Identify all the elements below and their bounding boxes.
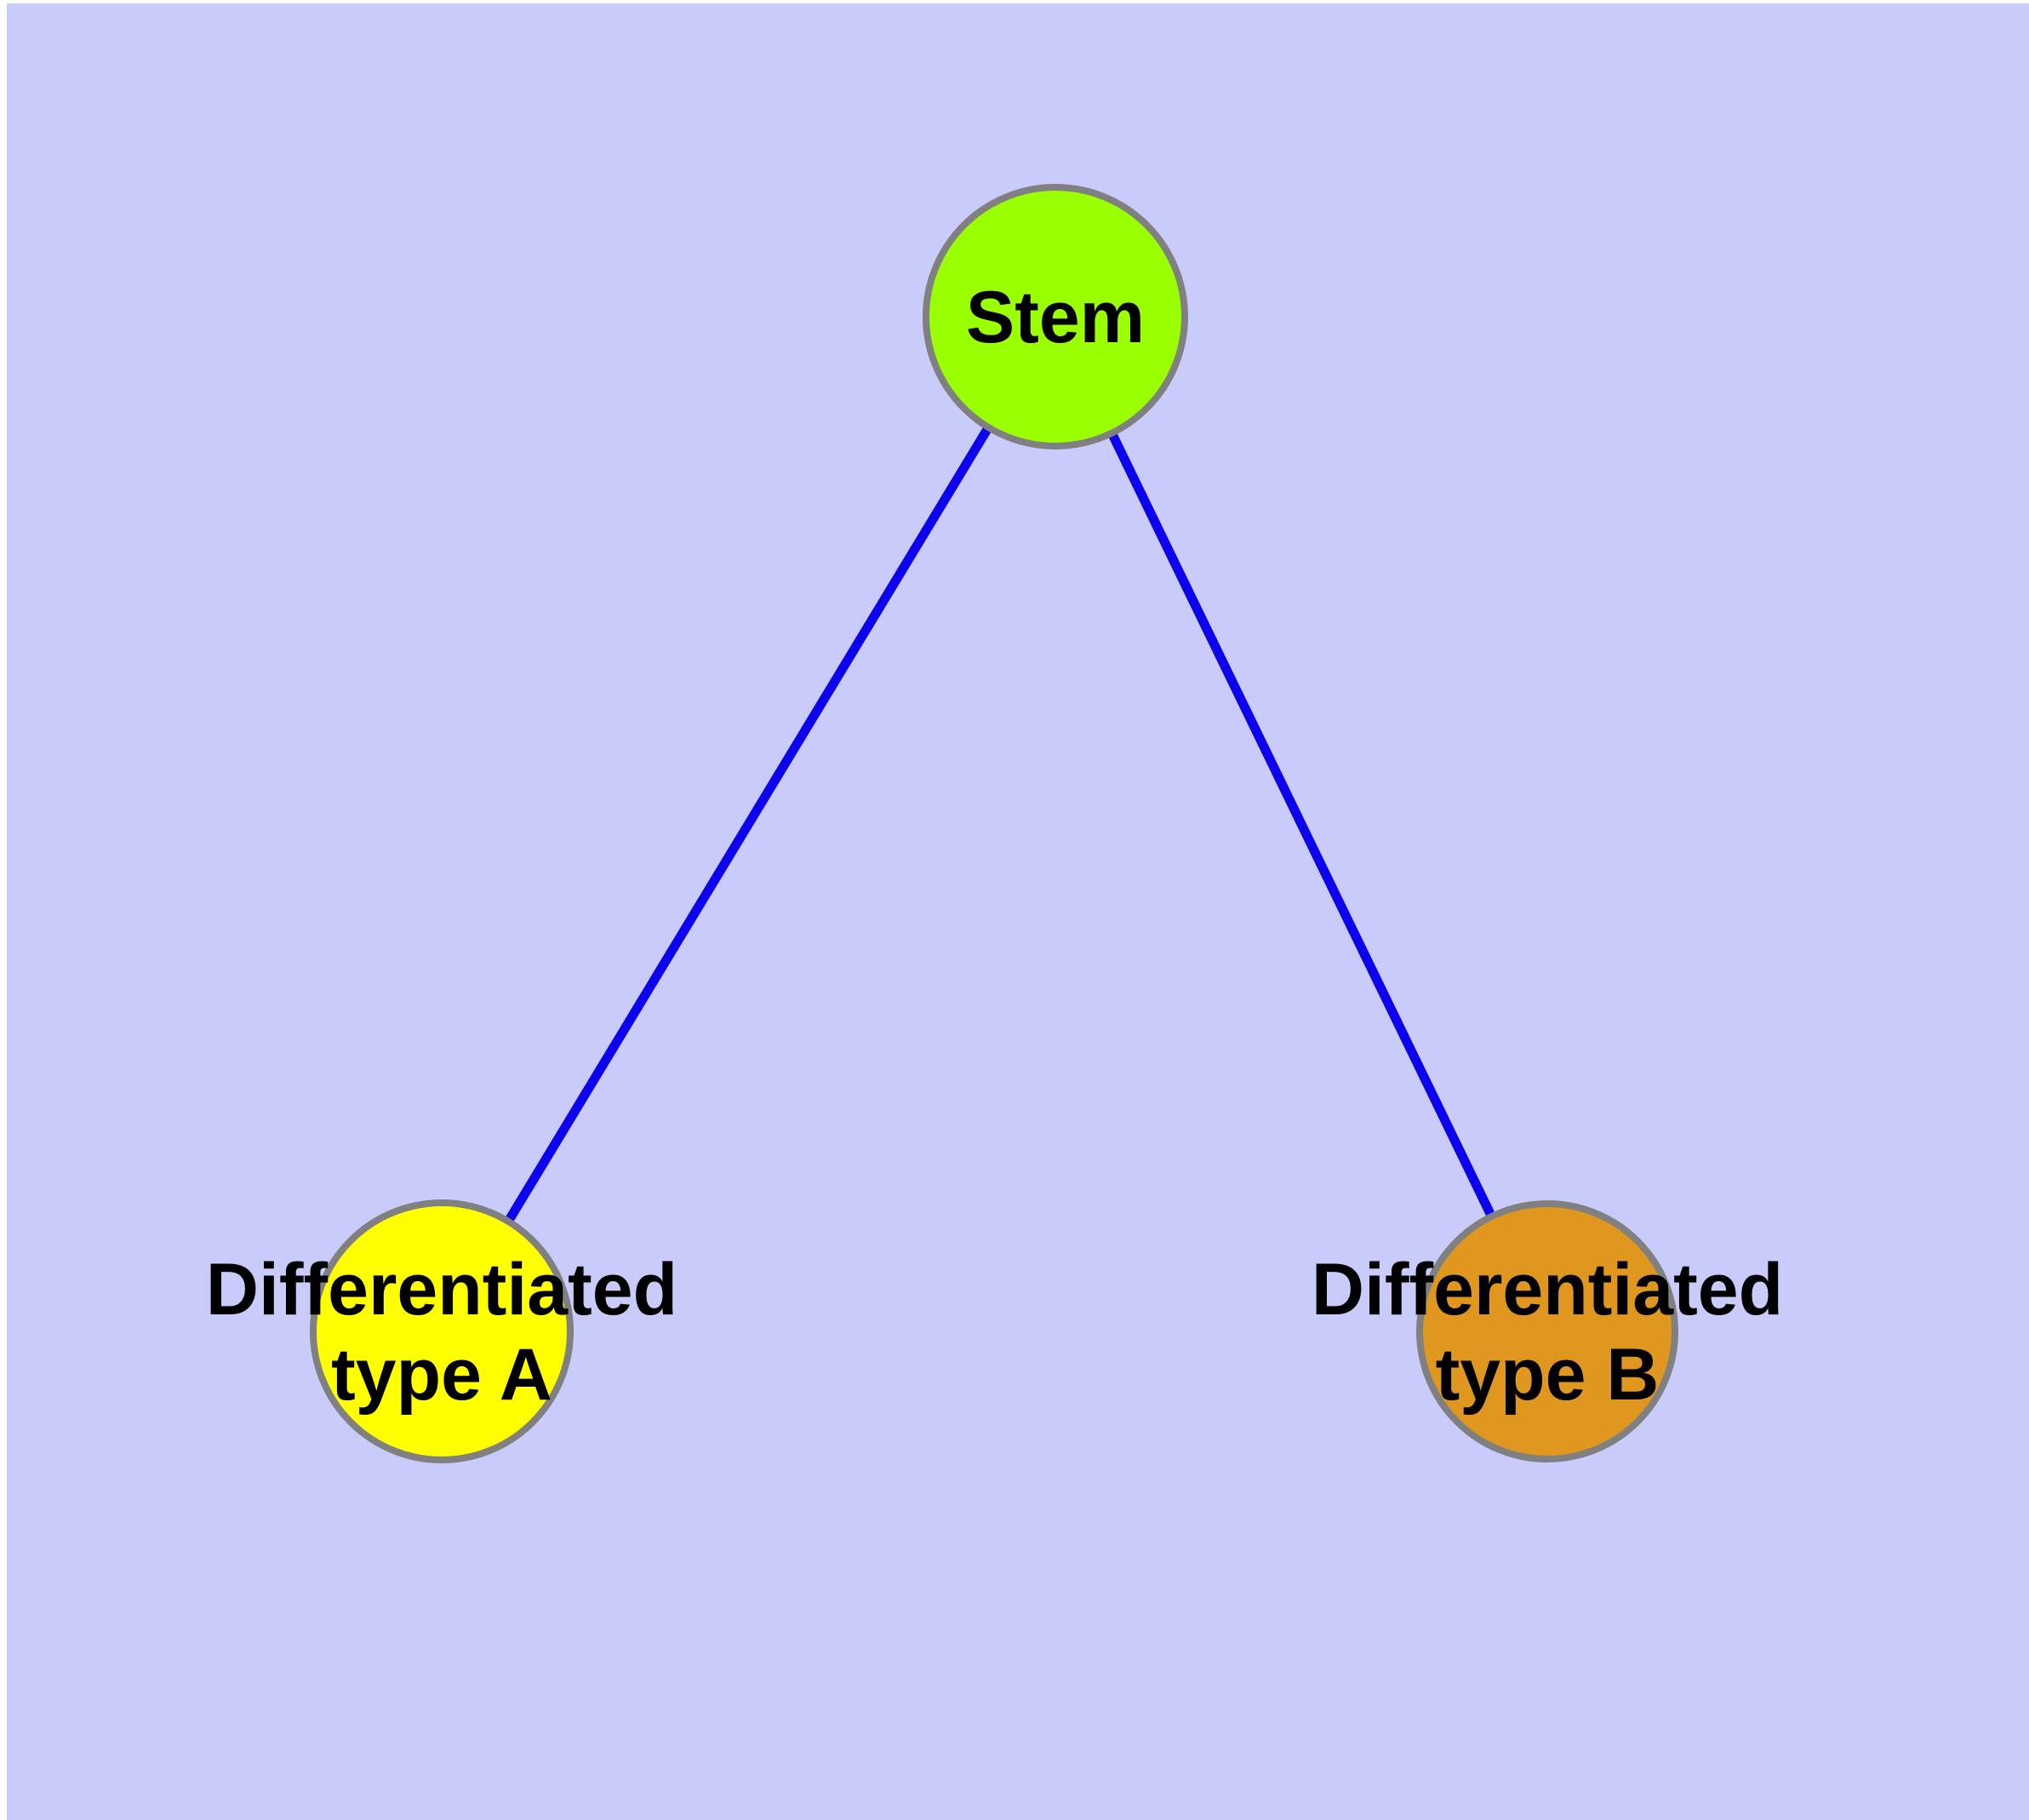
node-diff_b[interactable] [1416, 1200, 1678, 1462]
edge-stem-diff-a[interactable] [501, 421, 996, 1228]
node-circle-diff_a[interactable] [310, 1199, 574, 1463]
node-circle-diff_b[interactable] [1416, 1200, 1678, 1462]
node-label-line: Stem [966, 277, 1145, 358]
node-label-line: type A [331, 1334, 552, 1416]
node-label-stem: Stem [966, 277, 1145, 358]
edge-stem-diff-b[interactable] [1105, 426, 1499, 1223]
edges-layer [501, 421, 1499, 1228]
node-label-line: Differentiated [1312, 1249, 1783, 1331]
node-circle-stem[interactable] [923, 184, 1188, 449]
node-diff_a[interactable] [310, 1199, 574, 1463]
node-label-line: type B [1436, 1334, 1660, 1416]
node-stem[interactable] [923, 184, 1188, 449]
node-label-line: Differentiated [206, 1249, 677, 1331]
